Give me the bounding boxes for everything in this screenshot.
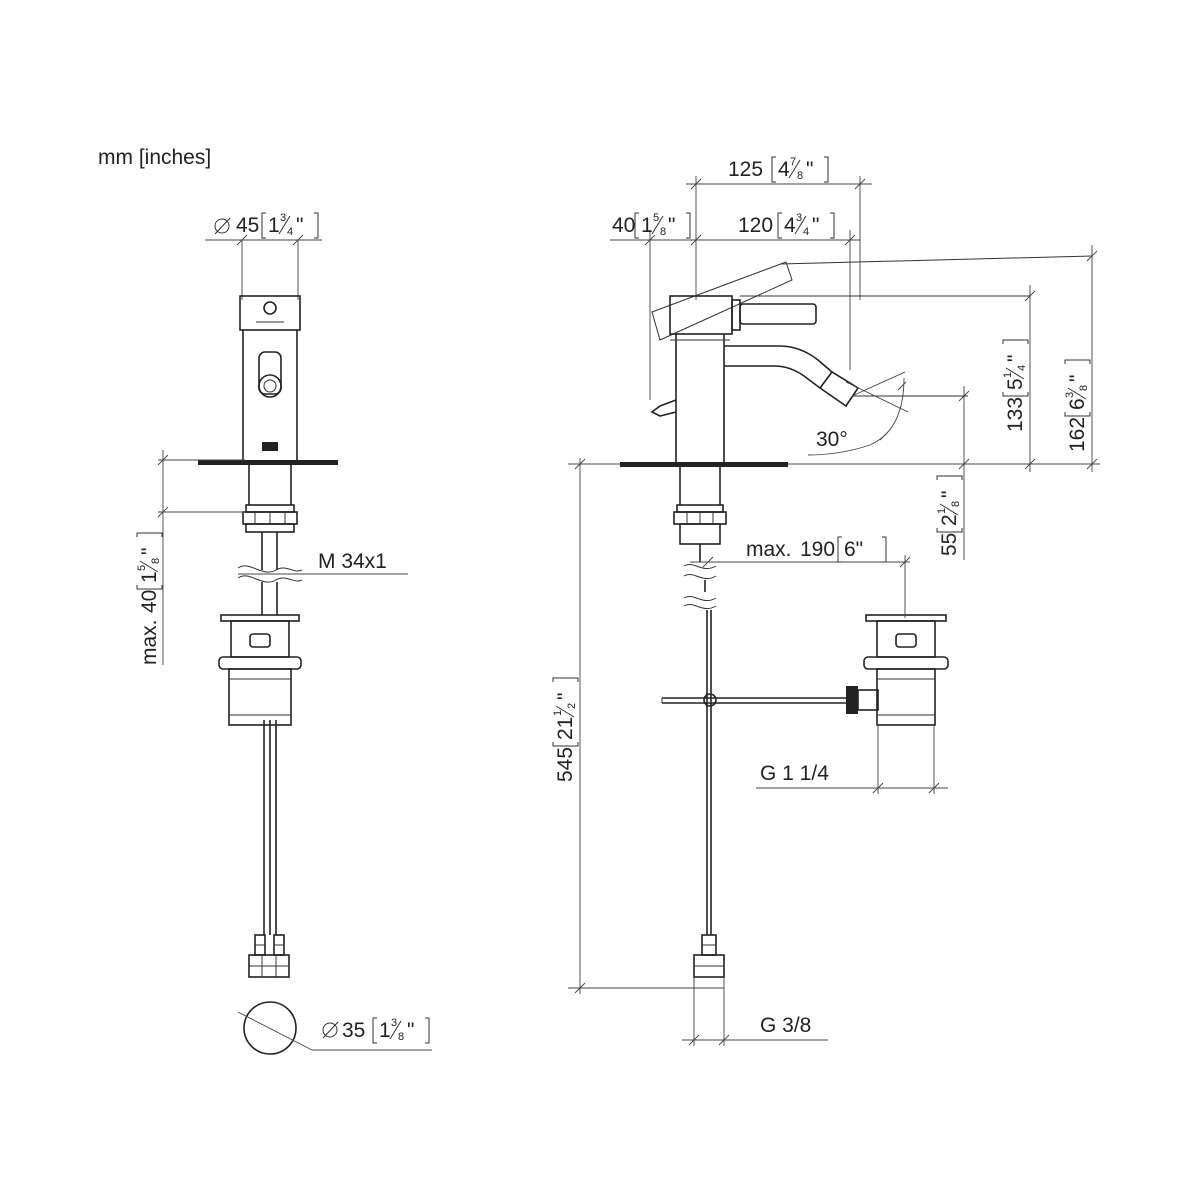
dim-35-in-whole: 1 [379, 1019, 391, 1042]
dim-162-in-whole: 6 [1066, 398, 1089, 410]
dim-45-in-whole: 1 [268, 214, 280, 237]
dim-45-quote: " [296, 214, 303, 237]
dim-40-mm: 40 [138, 590, 161, 613]
dim-35-mm: 35 [342, 1019, 365, 1042]
units-label: mm [inches] [98, 146, 211, 169]
dim-133-mm: 133 [1004, 397, 1027, 432]
dim-133-in-num: 1 [1002, 372, 1014, 378]
shank-side [673, 467, 727, 978]
dim-35-quote: " [407, 1019, 414, 1042]
dim-55-in-den: 8 [950, 501, 962, 507]
dim-45-in-num: 3 [280, 212, 286, 224]
dim-55: 55 2 1 8 " [936, 386, 970, 560]
dim-diameter-45: 45 1 3 4 " [205, 212, 322, 300]
dim-120-mm: 120 [738, 214, 773, 237]
supply-hoses-front [237, 532, 303, 978]
dim-120-in-den: 4 [803, 226, 809, 238]
faucet-body-front [239, 295, 301, 460]
waste-front [218, 614, 302, 726]
dim-545-in-den: 2 [566, 703, 578, 709]
dim-max-40: max. 40 1 5 8 " [136, 450, 245, 665]
dim-125-quote: " [806, 158, 813, 181]
side-view: 125 4 7 8 " 40 1 5 8 " 120 [552, 156, 1100, 1046]
dim-w40-in-den: 8 [660, 226, 666, 238]
dim-125-mm: 125 [728, 158, 763, 181]
dim-g-3-8: G 3/8 [682, 977, 828, 1046]
dim-545-in-whole: 21 [554, 717, 577, 740]
base-plate-front [198, 460, 338, 465]
dim-545-mm: 545 [554, 747, 577, 782]
angle-label: 30° [816, 428, 848, 451]
faucet-body-side [650, 255, 1093, 462]
dim-190-prefix: max. [746, 538, 792, 561]
dim-125-in-num: 7 [790, 156, 796, 168]
dim-40-quote: " [138, 548, 161, 555]
dim-125: 125 4 7 8 " [686, 156, 872, 300]
dim-angle-30: 30° [807, 371, 909, 456]
dim-120-in-whole: 4 [784, 214, 796, 237]
dim-545-quote: " [554, 693, 577, 700]
dim-133-quote: " [1004, 355, 1027, 362]
dim-45-in-den: 4 [287, 226, 293, 238]
dim-545-in-num: 1 [552, 710, 564, 716]
dim-40-in-den: 8 [150, 558, 162, 564]
dim-w40-in-num: 5 [653, 212, 659, 224]
base-plate-side [620, 462, 788, 467]
dim-55-in-whole: 2 [938, 514, 961, 526]
dim-125-in-den: 8 [797, 170, 803, 182]
dim-55-in-num: 1 [936, 508, 948, 514]
dim-133-in-den: 4 [1016, 365, 1028, 371]
dim-35-in-num: 3 [391, 1017, 397, 1029]
dim-w40-quote: " [668, 214, 675, 237]
dim-max-190: max. 190 6" [690, 536, 911, 618]
dim-162-mm: 162 [1066, 417, 1089, 452]
dim-thread-m34: M 34x1 [238, 550, 408, 575]
dim-w40-in-whole: 1 [641, 214, 653, 237]
dim-162-quote: " [1066, 375, 1089, 382]
dim-162-in-den: 8 [1078, 385, 1090, 391]
waste-side [846, 614, 949, 726]
dim-55-mm: 55 [938, 533, 961, 556]
thread-label: M 34x1 [318, 550, 387, 573]
shank-front [242, 465, 298, 533]
dim-35-in-den: 8 [398, 1031, 404, 1043]
dim-40-in-num: 5 [136, 565, 148, 571]
dim-55-quote: " [938, 491, 961, 498]
dim-125-in-whole: 4 [778, 158, 790, 181]
dim-40-prefix: max. [138, 619, 161, 665]
dim-162: 162 6 3 8 " [788, 245, 1100, 472]
dim-133-in-whole: 5 [1004, 378, 1027, 390]
dim-45-mm: 45 [236, 214, 259, 237]
dim-133: 133 5 1 4 " [1002, 285, 1036, 472]
dim-545: 545 21 1 2 " [552, 458, 724, 994]
dim-120-quote: " [812, 214, 819, 237]
dim-w40-mm: 40 [612, 214, 635, 237]
supply-thread-label: G 3/8 [760, 1014, 811, 1037]
dim-190-mm: 190 [800, 538, 835, 561]
dim-40-120: 40 1 5 8 " 120 4 3 4 " [610, 212, 860, 400]
dim-190-inch: 6" [844, 538, 863, 561]
dim-120-in-num: 3 [796, 212, 802, 224]
dim-40-in-whole: 1 [138, 571, 161, 583]
pull-rod [661, 693, 858, 707]
front-view: 45 1 3 4 " [136, 212, 432, 1055]
waste-thread-label: G 1 1/4 [760, 762, 829, 785]
dim-162-in-num: 3 [1064, 392, 1076, 398]
dim-diameter-35: 35 1 3 8 " [237, 1001, 432, 1055]
dim-g-1-1-4: G 1 1/4 [756, 725, 948, 794]
